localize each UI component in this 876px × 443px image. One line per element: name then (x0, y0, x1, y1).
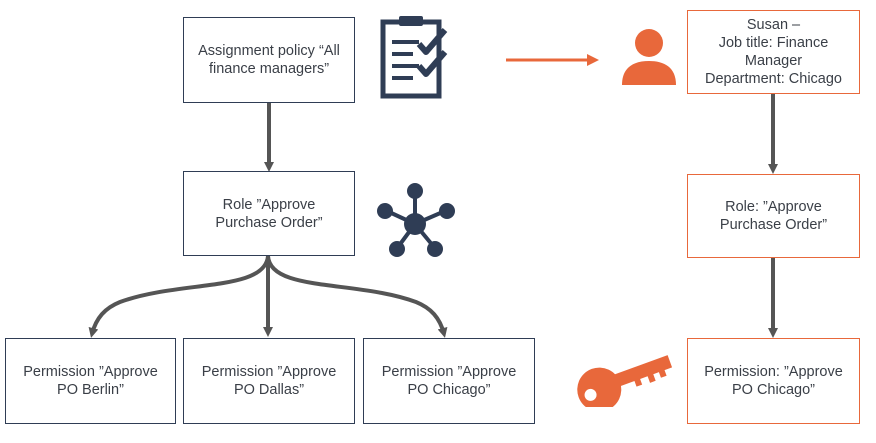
person-icon (622, 29, 676, 85)
permission-berlin-box: Permission ”Approve PO Berlin” (5, 338, 176, 424)
user-job-title-line: Job title: Finance (718, 35, 829, 51)
arrow-role-to-perm-berlin (88, 255, 270, 338)
network-hub-icon (377, 183, 455, 257)
role-approve-po-box: Role ”Approve Purchase Order” (183, 171, 355, 256)
permission-chicago-box: Permission ”Approve PO Chicago” (363, 338, 535, 424)
key-icon (577, 355, 673, 407)
user-job-title-cont-line: Manager (744, 53, 803, 69)
user-name-line: Susan – (746, 17, 801, 33)
user-role-box: Role: ”Approve Purchase Order” (687, 174, 860, 258)
assignment-policy-box: Assignment policy “All finance managers” (183, 17, 355, 103)
permission-dallas-box: Permission ”Approve PO Dallas” (183, 338, 355, 424)
user-susan-box: Susan – Job title: Finance Manager Depar… (687, 10, 860, 94)
user-permission-box: Permission: ”Approve PO Chicago” (687, 338, 860, 424)
user-department-line: Department: Chicago (704, 71, 842, 87)
arrow-role-to-perm-chicago (266, 255, 448, 338)
checklist-icon (380, 16, 448, 99)
